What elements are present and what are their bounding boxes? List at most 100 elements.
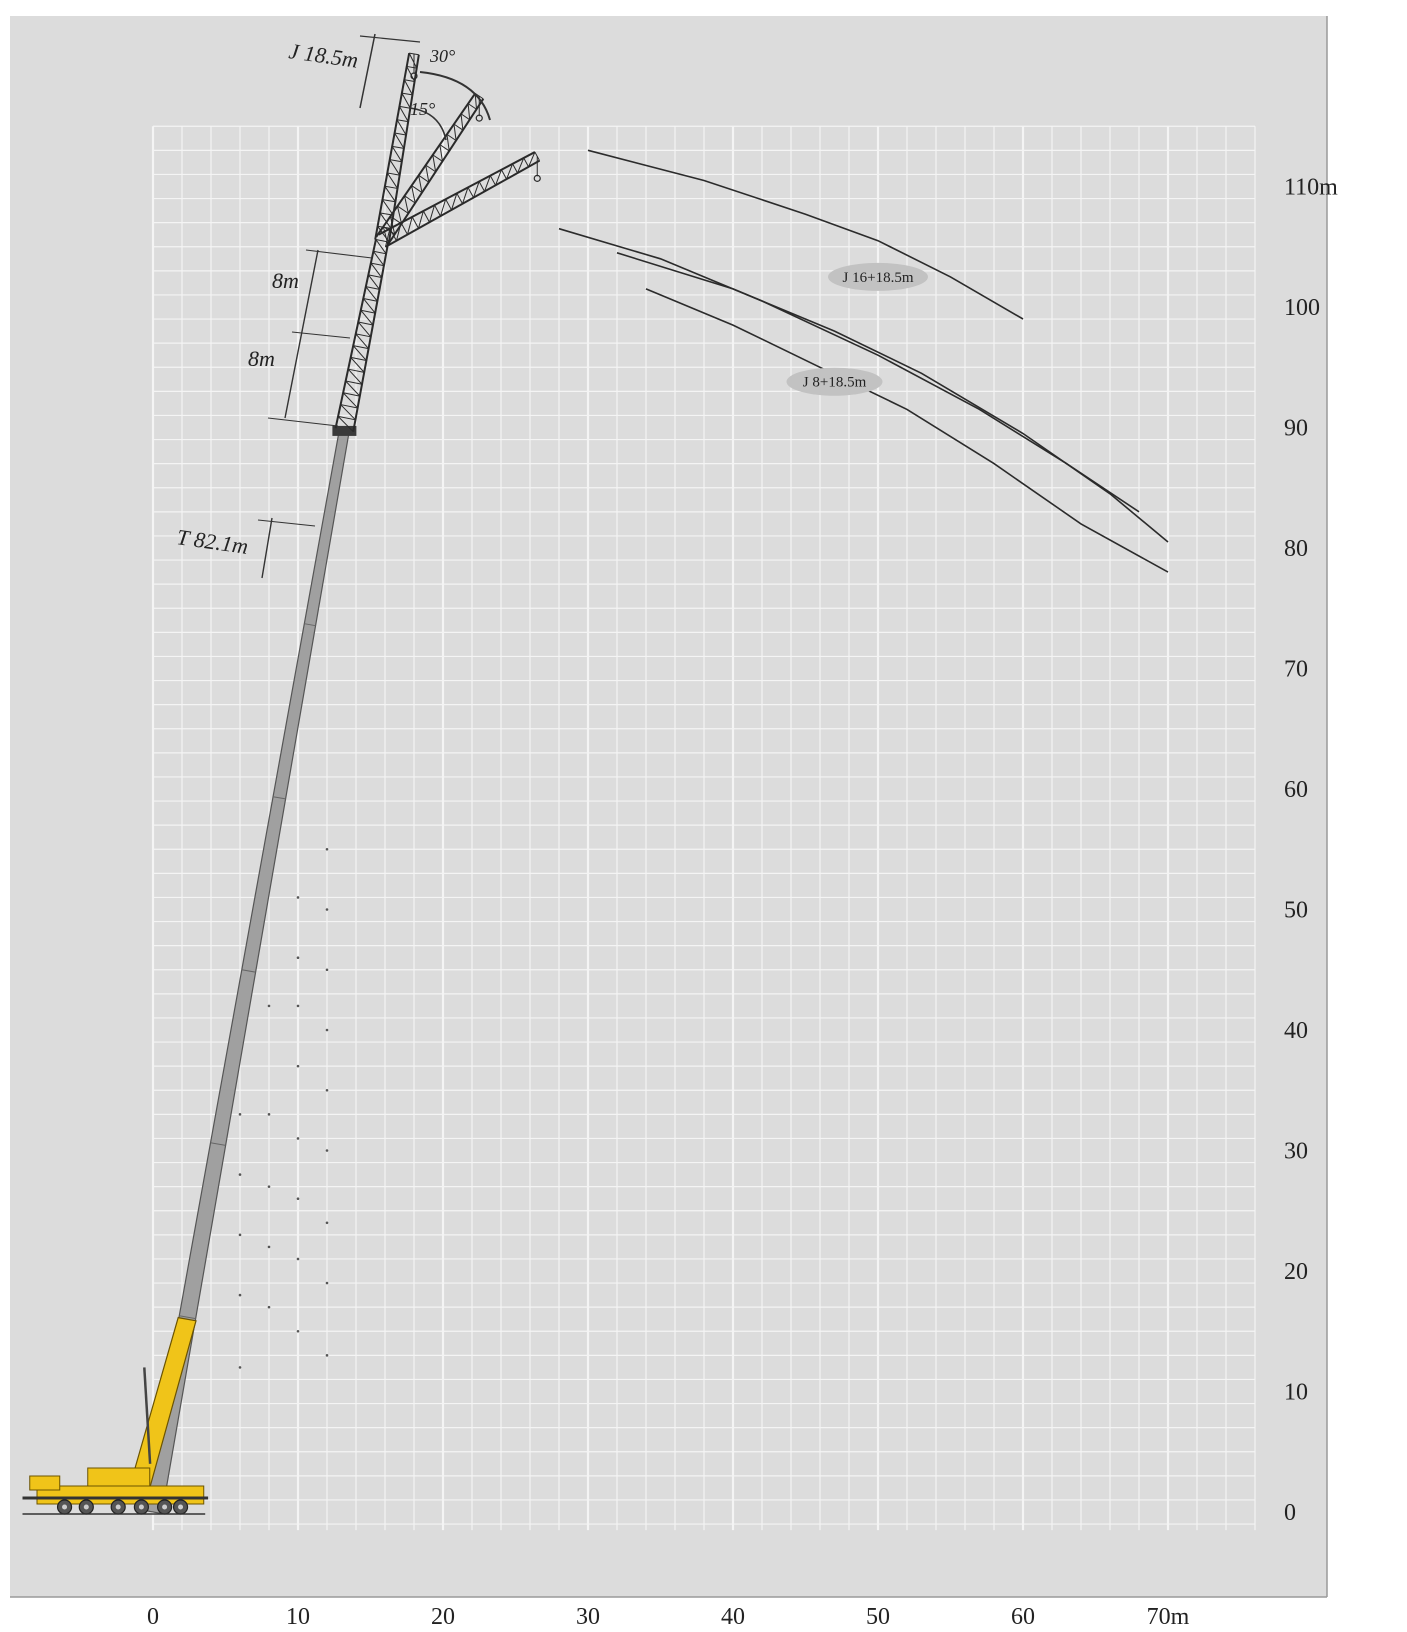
- luffing-jib-15-brace: [389, 216, 396, 235]
- luffing-jib-0-brace: [387, 172, 400, 176]
- spec-dot: [325, 1281, 329, 1285]
- boom-section-joint: [210, 1142, 226, 1146]
- luffing-jib-15-brace: [446, 134, 450, 151]
- spec-dot: [238, 1293, 242, 1297]
- curve-label-j16: J 16+18.5m: [843, 270, 914, 286]
- luffing-jib-15-brace: [404, 195, 416, 204]
- luffing-jib-0-brace: [391, 146, 403, 162]
- luffing-jib-30-brace: [384, 228, 391, 247]
- lattice-extension-brace: [363, 297, 378, 302]
- lattice-extension-brace: [355, 333, 371, 338]
- lattice-extension-chord: [334, 239, 377, 429]
- boom-dim-line: [261, 517, 273, 579]
- lattice-extension-brace: [355, 333, 369, 349]
- luffing-jib-15-brace: [460, 113, 470, 121]
- luffing-jib-0-brace: [389, 159, 401, 176]
- luffing-jib-0-brace: [389, 159, 402, 163]
- luffing-jib-30-brace: [456, 193, 463, 205]
- y-tick-label: 0: [1284, 1500, 1296, 1526]
- luffing-jib-15-brace: [425, 164, 436, 173]
- jib-dim-tick: [359, 35, 421, 43]
- spec-dot: [267, 1245, 271, 1249]
- range-curve-3: [616, 252, 1169, 543]
- grid: [151, 125, 1256, 1531]
- spec-dot: [296, 1329, 300, 1333]
- luffing-jib-0-brace: [382, 199, 396, 203]
- luffing-jib-0-brace: [394, 132, 407, 136]
- luffing-jib-15-brace: [439, 144, 450, 152]
- x-tick-label: 50: [866, 1604, 890, 1630]
- lattice-extension-brace: [360, 309, 374, 326]
- range-curve-1: [587, 149, 1024, 320]
- y-tick-label: 110m: [1284, 175, 1338, 201]
- lattice-extension-brace: [358, 321, 374, 326]
- spec-dot: [267, 1305, 271, 1309]
- wheel-hub: [138, 1504, 144, 1510]
- boom-section-joint: [304, 623, 316, 627]
- lattice-dim-line: [284, 249, 319, 419]
- luffing-jib-30-brace: [429, 204, 436, 223]
- lattice-extension-brace: [348, 368, 365, 373]
- luffing-jib-30-brace: [389, 228, 397, 241]
- luffing-jib-15-brace: [432, 154, 437, 172]
- spec-dot: [325, 908, 329, 911]
- luffing-jib-15-brace: [418, 175, 423, 193]
- lattice-extension-brace: [375, 239, 389, 243]
- luffing-jib-30-brace: [451, 193, 458, 211]
- x-tick-label: 60: [1011, 1604, 1035, 1630]
- lattice-extension-brace: [347, 368, 363, 385]
- luffing-jib-15-brace: [418, 174, 430, 183]
- luffing-jib-0-brace: [384, 185, 398, 189]
- luffing-jib-15-chord: [375, 92, 477, 238]
- driver-cab: [29, 1475, 61, 1491]
- hook: [410, 72, 418, 80]
- wheel-hub: [83, 1504, 89, 1510]
- luffing-jib-15-brace: [474, 93, 478, 110]
- boom-dim-tick: [257, 519, 316, 527]
- lattice-extension-brace: [343, 392, 360, 397]
- wheel-hub: [178, 1504, 184, 1510]
- spec-dot: [325, 1088, 329, 1092]
- luffing-jib-30-brace: [506, 163, 514, 180]
- luffing-jib-0-brace: [404, 79, 415, 83]
- luffing-jib-0-brace: [392, 145, 404, 149]
- jib-dim-line: [359, 33, 376, 109]
- boom-head: [332, 425, 357, 436]
- spec-dot: [238, 1233, 242, 1237]
- luffing-jib-15-brace: [404, 195, 409, 214]
- spec-dot: [325, 847, 329, 851]
- spec-dot: [296, 896, 300, 899]
- luffing-jib-15-brace: [453, 124, 457, 141]
- y-tick-label: 10: [1284, 1380, 1308, 1406]
- lattice-extension-brace: [370, 262, 383, 278]
- luffing-jib-30-brace: [512, 163, 519, 174]
- luffing-jib-0-brace: [382, 199, 394, 216]
- luffing-jib-30-brace: [523, 157, 530, 168]
- luffing-jib-15-brace: [411, 185, 416, 204]
- spec-dot: [238, 1366, 242, 1369]
- chart-background: [10, 16, 1327, 1597]
- spec-dot: [325, 1354, 329, 1357]
- luffing-jib-15-brace: [467, 103, 477, 110]
- boom-section-joint: [179, 1315, 196, 1320]
- luffing-jib-0-brace: [399, 106, 409, 122]
- spec-dot: [296, 1257, 300, 1261]
- luffing-jib-0-brace: [396, 119, 409, 123]
- y-tick-label: 100: [1284, 295, 1320, 321]
- luffing-jib-15-brace: [446, 133, 457, 141]
- luffing-jib-15-brace: [425, 165, 430, 183]
- luffing-jib-30-brace: [473, 181, 480, 198]
- luffing-jib-0-brace: [401, 92, 413, 96]
- luffing-jib-30-brace: [484, 175, 491, 192]
- luffing-jib-0-brace: [403, 79, 413, 96]
- lattice-extension-brace: [372, 250, 385, 266]
- luffing-jib-15-brace: [453, 123, 464, 131]
- offset-arc-30: [419, 71, 491, 121]
- lattice-extension-brace: [337, 415, 356, 421]
- y-tick-label: 60: [1284, 777, 1308, 803]
- lattice-extension-brace: [352, 345, 367, 361]
- hook: [475, 114, 483, 122]
- luffing-jib-30-brace: [422, 210, 430, 223]
